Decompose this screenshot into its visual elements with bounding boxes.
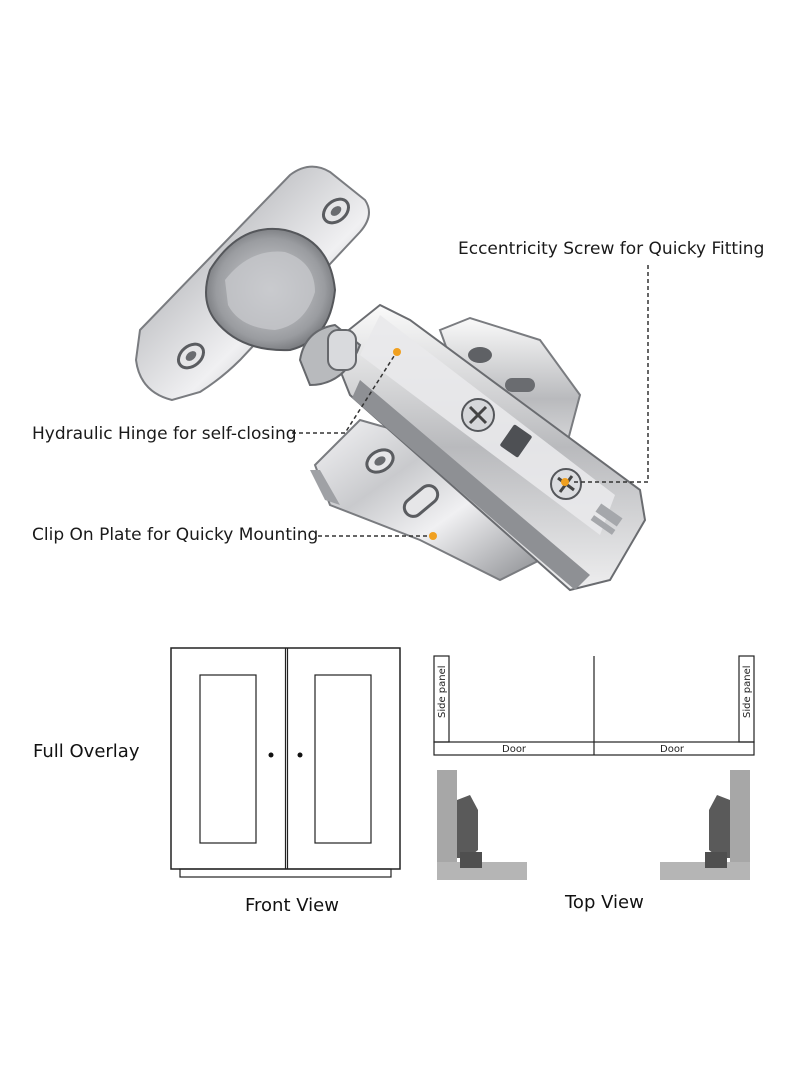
callout-eccentricity-screw: Eccentricity Screw for Quicky Fitting xyxy=(458,239,765,259)
callout-hydraulic-hinge: Hydraulic Hinge for self-closing xyxy=(32,424,297,444)
door-knob-icon xyxy=(268,752,274,758)
side-panel-right-label: Side panel xyxy=(742,665,753,718)
door-left-label: Door xyxy=(502,744,527,755)
side-panel-left-label: Side panel xyxy=(437,665,448,718)
front-view-caption: Front View xyxy=(245,895,339,916)
marker-hydraulic xyxy=(393,348,401,356)
door-right-label: Door xyxy=(660,744,685,755)
callout-clip-on-plate: Clip On Plate for Quicky Mounting xyxy=(32,525,319,545)
top-view-drawing xyxy=(433,655,755,756)
full-overlay-label: Full Overlay xyxy=(33,741,140,762)
door-knob-icon xyxy=(297,752,303,758)
hinge-section-right xyxy=(660,770,750,880)
top-view-caption: Top View xyxy=(565,892,644,913)
hinge-section-left xyxy=(437,770,527,880)
callout-lines xyxy=(292,265,649,537)
marker-eccentricity xyxy=(561,478,569,486)
marker-clip-plate xyxy=(429,532,437,540)
front-view-drawing xyxy=(170,647,401,878)
hinge-illustration xyxy=(134,165,647,592)
